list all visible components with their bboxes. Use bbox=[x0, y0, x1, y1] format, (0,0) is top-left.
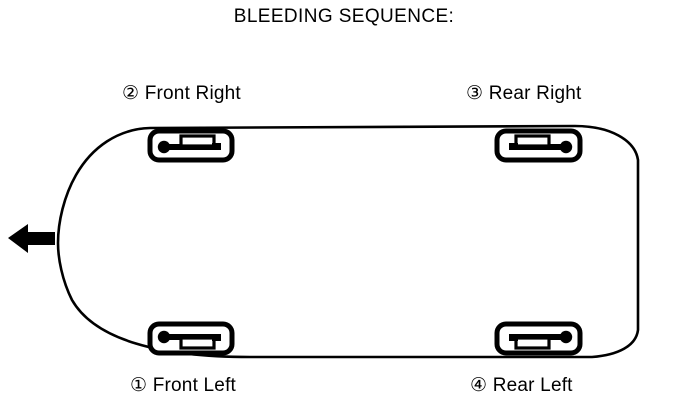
wheel-rear-left bbox=[494, 321, 583, 356]
wheel-front-left bbox=[147, 321, 235, 356]
brake-caliper-icon-rear-left bbox=[509, 330, 573, 350]
corner-label-rear-left: ④ Rear Left bbox=[470, 375, 573, 396]
wheel-rear-right bbox=[494, 128, 583, 163]
corner-label-front-left: ① Front Left bbox=[130, 375, 237, 396]
page-title: BLEEDING SEQUENCE: bbox=[233, 6, 455, 27]
arrow-left-icon bbox=[8, 224, 55, 253]
vehicle-body-outline bbox=[56, 124, 640, 359]
corner-label-rear-right: ③ Rear Right bbox=[466, 83, 582, 104]
brake-caliper-icon-rear-right bbox=[509, 134, 573, 154]
brake-caliper-icon-front-right bbox=[157, 134, 221, 154]
brake-caliper-icon-front-left bbox=[157, 330, 221, 350]
corner-label-front-right: ② Front Right bbox=[122, 83, 241, 104]
wheel-front-right bbox=[147, 128, 235, 163]
